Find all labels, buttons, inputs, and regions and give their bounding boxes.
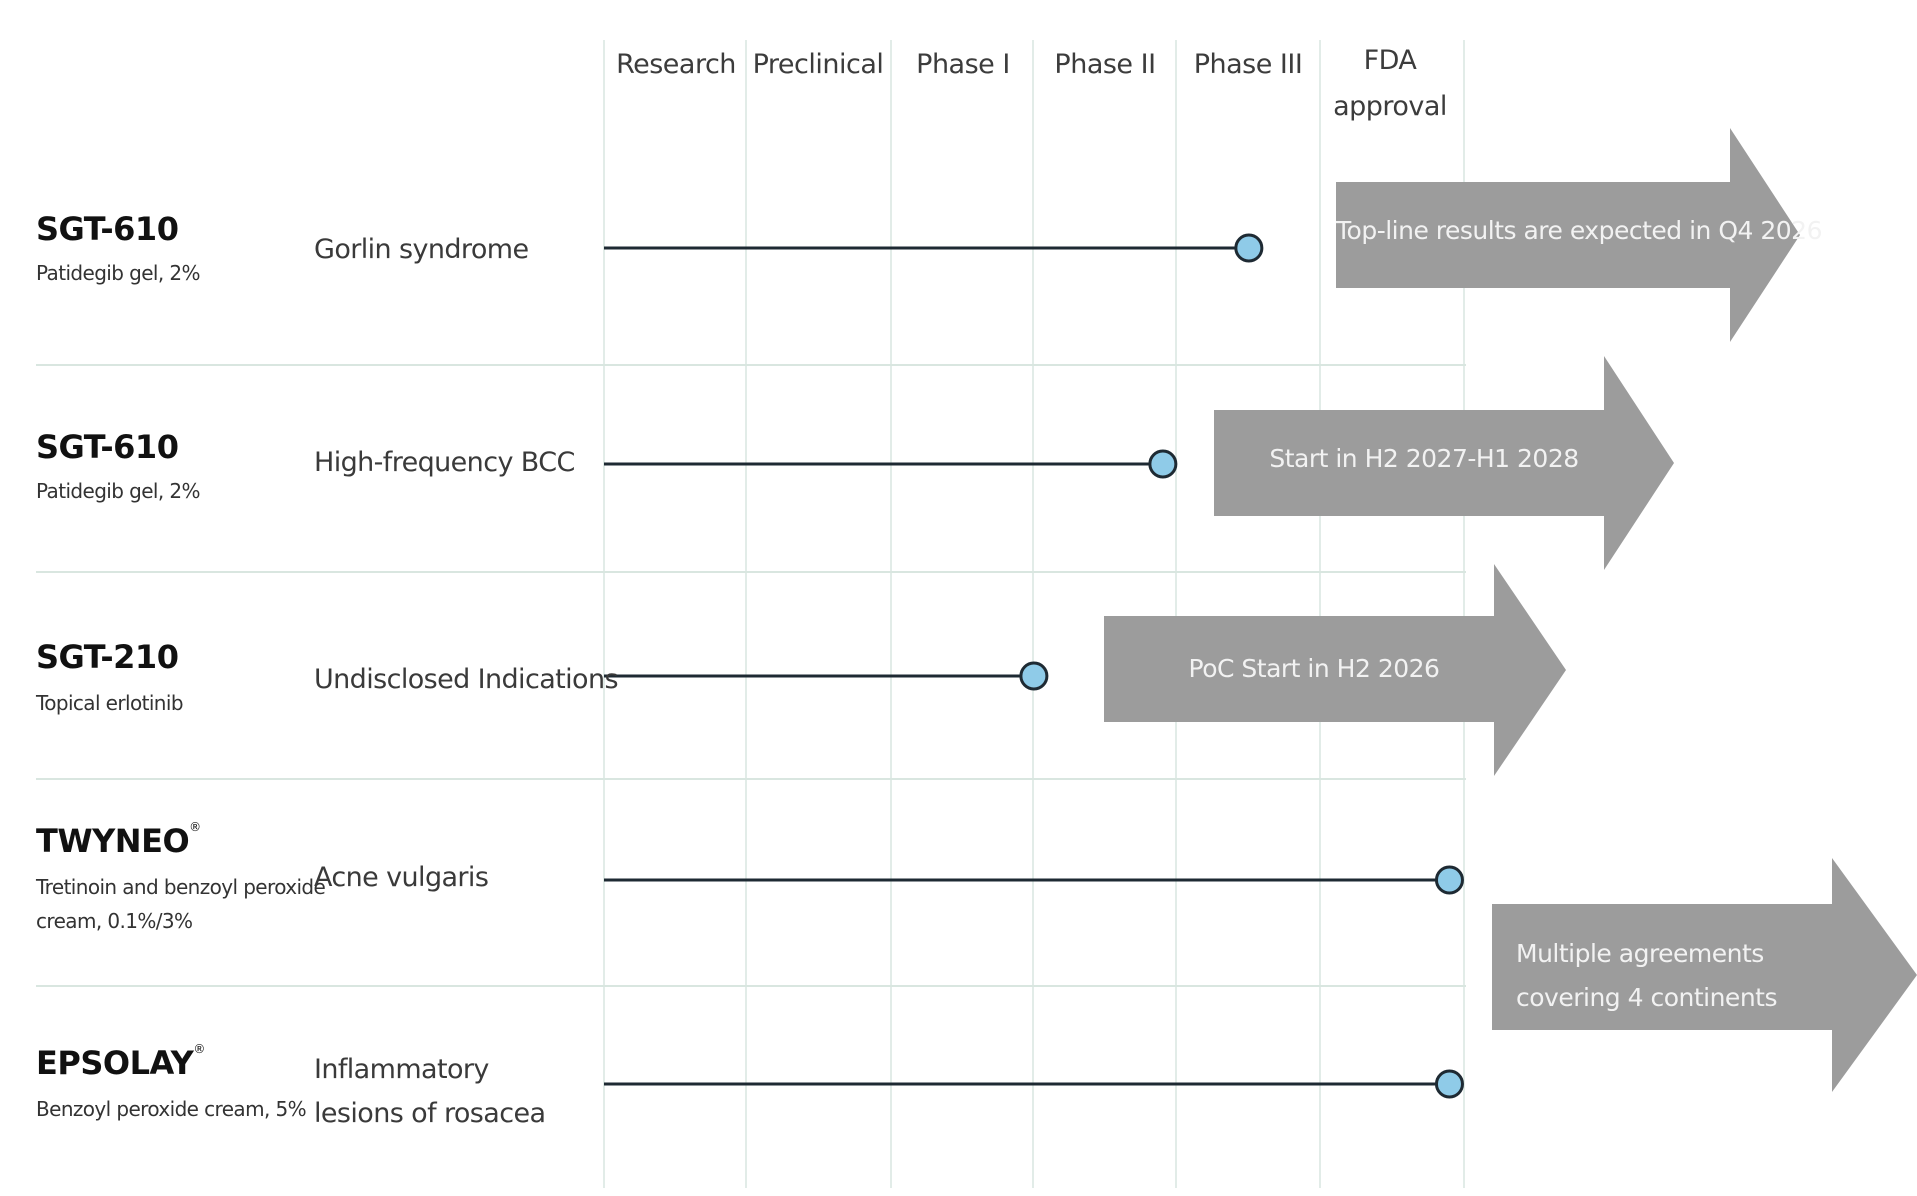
progress-marker bbox=[1019, 661, 1049, 691]
progress-marker bbox=[1434, 865, 1464, 895]
callout-text: Top-line results are expected in Q4 2026 bbox=[1336, 216, 1822, 245]
drug-name: EPSOLAY® bbox=[36, 1042, 205, 1082]
phase-header-phase-1: Phase I bbox=[916, 49, 1010, 80]
phase-header-phase-2: Phase II bbox=[1054, 49, 1156, 80]
callout-arrow bbox=[1492, 858, 1917, 1092]
progress-marker bbox=[1234, 233, 1264, 263]
drug-description: Tretinoin and benzoyl peroxide cream, 0.… bbox=[36, 870, 326, 938]
trademark-mark: ® bbox=[193, 1042, 205, 1056]
indication: Acne vulgaris bbox=[314, 862, 489, 893]
callout-arrow bbox=[1214, 356, 1674, 570]
callout-text: Multiple agreements covering 4 continent… bbox=[1516, 932, 1777, 1020]
callout-text-line: Multiple agreements bbox=[1516, 939, 1764, 968]
indication: Inflammatory lesions of rosacea bbox=[314, 1048, 546, 1136]
drug-description-line: cream, 0.1%/3% bbox=[36, 909, 193, 933]
indication-line: lesions of rosacea bbox=[314, 1098, 546, 1129]
drug-name-text: TWYNEO bbox=[36, 822, 190, 860]
indication: Gorlin syndrome bbox=[314, 234, 529, 265]
callout-arrow bbox=[1104, 564, 1566, 776]
callout-text: PoC Start in H2 2026 bbox=[1188, 654, 1440, 683]
drug-name: SGT-210 bbox=[36, 638, 179, 676]
drug-description: Benzoyl peroxide cream, 5% bbox=[36, 1097, 307, 1121]
phase-header-research: Research bbox=[616, 49, 736, 80]
progress-marker bbox=[1148, 449, 1178, 479]
drug-description-line: Tretinoin and benzoyl peroxide bbox=[36, 875, 326, 899]
drug-name: TWYNEO® bbox=[36, 820, 201, 860]
callout-text-line: covering 4 continents bbox=[1516, 983, 1777, 1012]
indication: High-frequency BCC bbox=[314, 447, 575, 478]
indication-line: Inflammatory bbox=[314, 1054, 489, 1085]
progress-marker bbox=[1434, 1069, 1464, 1099]
indication: Undisclosed Indications bbox=[314, 664, 619, 695]
drug-name-text: EPSOLAY bbox=[36, 1044, 194, 1082]
drug-name: SGT-610 bbox=[36, 210, 179, 248]
callout-arrow bbox=[1336, 128, 1800, 342]
drug-name: SGT-610 bbox=[36, 428, 179, 466]
callout-text: Start in H2 2027-H1 2028 bbox=[1269, 444, 1579, 473]
phase-header-fda-approval: FDA approval bbox=[1333, 45, 1447, 122]
phase-header-phase-3: Phase III bbox=[1193, 49, 1303, 80]
drug-description: Patidegib gel, 2% bbox=[36, 479, 201, 503]
trademark-mark: ® bbox=[189, 820, 201, 834]
drug-description: Patidegib gel, 2% bbox=[36, 261, 201, 285]
drug-description: Topical erlotinib bbox=[36, 691, 184, 715]
phase-header-preclinical: Preclinical bbox=[752, 49, 884, 80]
